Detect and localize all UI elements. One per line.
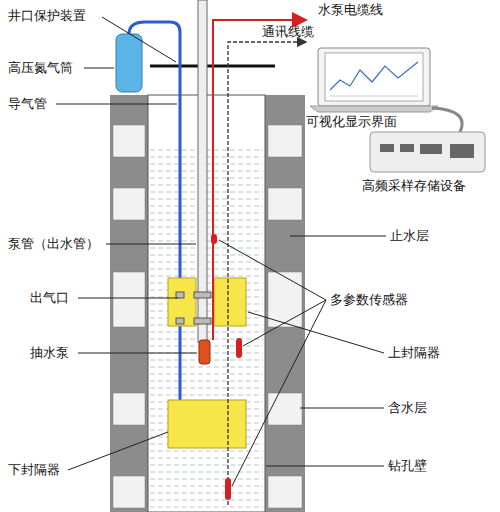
- part-label: 可视化显示界面: [306, 114, 397, 130]
- part-label: 出气口: [30, 290, 69, 306]
- part-label: 水泵电缆线: [318, 2, 383, 18]
- part-label: 下封隔器: [8, 462, 60, 478]
- part-label: 高频采样存储设备: [362, 178, 466, 194]
- part-label: 泵管（出水管）: [8, 236, 99, 252]
- part-label: 止水层: [390, 228, 429, 244]
- part-label: 抽水泵: [30, 345, 69, 361]
- part-label: 通讯线缆: [262, 24, 314, 40]
- part-label: 上封隔器: [388, 345, 440, 361]
- part-label: 井口保护装置: [8, 8, 86, 24]
- part-label: 含水层: [388, 400, 427, 416]
- part-label: 多参数传感器: [330, 292, 408, 308]
- part-label: 导气管: [8, 96, 47, 112]
- part-label: 高压氮气筒: [8, 60, 73, 76]
- part-label: 钻孔壁: [388, 458, 427, 474]
